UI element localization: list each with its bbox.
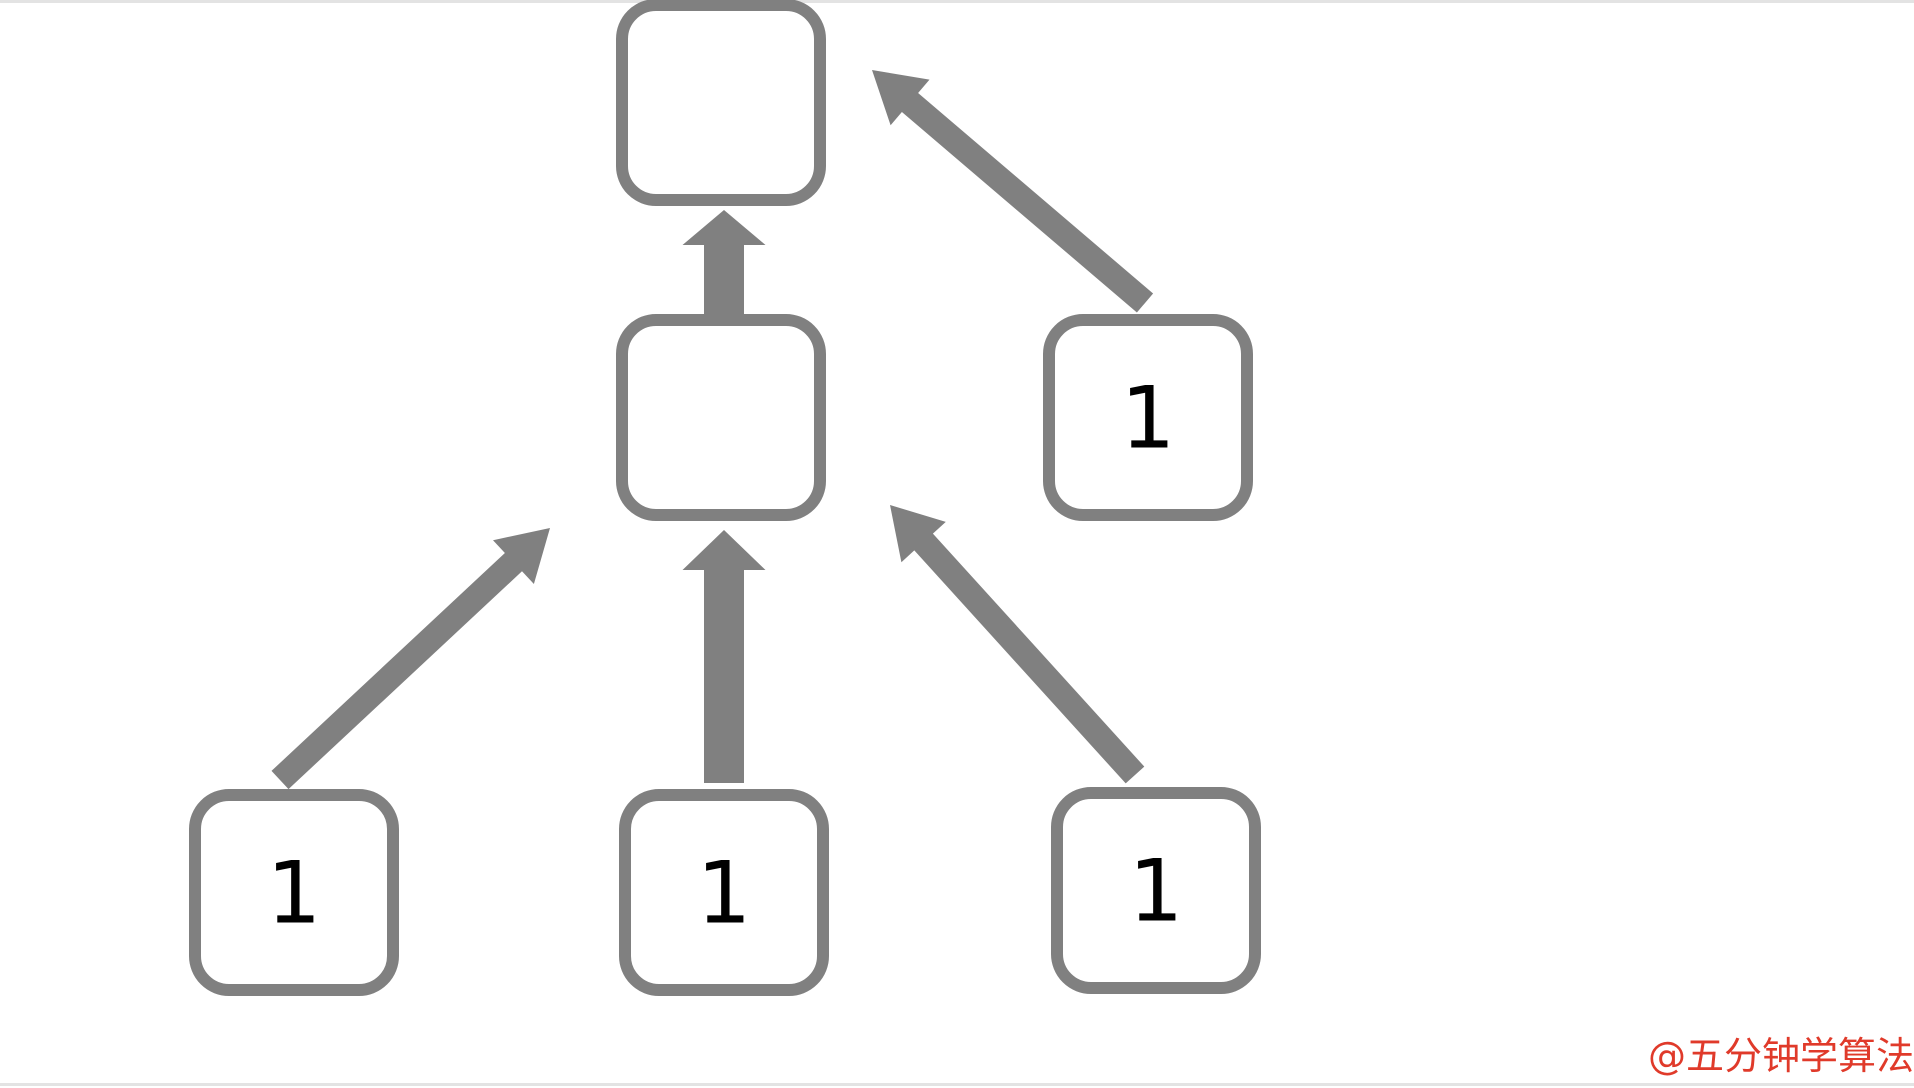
node-box [616, 0, 826, 206]
node-box [1043, 314, 1253, 521]
nodes-layer: 1 1 1 1 [189, 0, 1261, 996]
edge-arrow-right-to-root [872, 70, 1154, 313]
node-label: 1 [697, 844, 752, 944]
node-box [1051, 787, 1261, 994]
node-label: 1 [1129, 842, 1184, 942]
node-box [616, 314, 826, 521]
node-right: 1 [1043, 314, 1253, 521]
top-border-line [0, 0, 1914, 3]
edges-layer [271, 70, 1154, 790]
node-bottom-left: 1 [189, 789, 399, 996]
node-box [189, 789, 399, 996]
node-root [616, 0, 826, 206]
edge-arrow-bottom-left-to-middle [271, 528, 550, 790]
node-label: 1 [267, 844, 322, 944]
edge-arrow-middle-to-root [682, 210, 766, 318]
bottom-border-line [0, 1083, 1914, 1086]
node-bottom-right: 1 [1051, 787, 1261, 994]
edge-arrow-bottom-right-to-middle [890, 505, 1145, 784]
node-bottom-center: 1 [619, 789, 829, 996]
node-label: 1 [1121, 369, 1176, 469]
edge-arrow-bottom-center-to-middle [682, 530, 766, 783]
watermark-text: @五分钟学算法 [1647, 1034, 1914, 1078]
node-middle [616, 314, 826, 521]
node-box [619, 789, 829, 996]
